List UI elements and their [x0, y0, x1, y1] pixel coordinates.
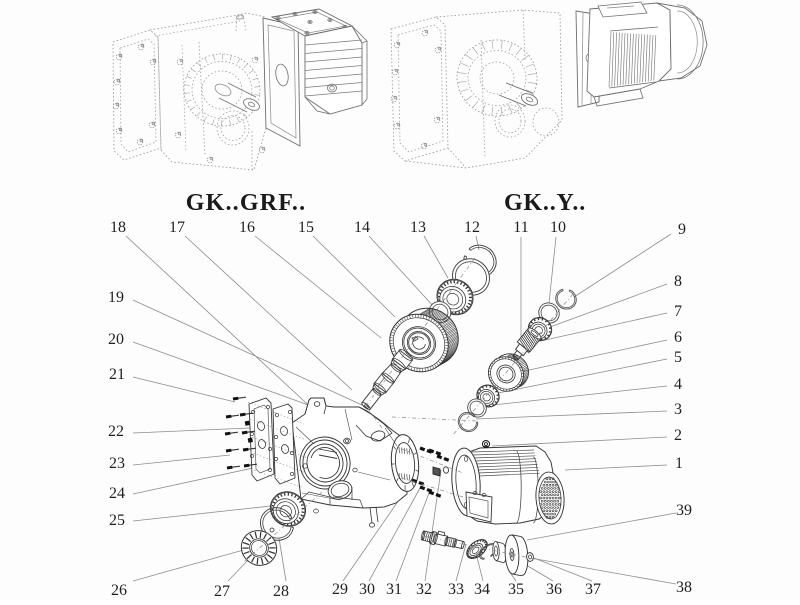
svg-text:21: 21: [109, 366, 125, 383]
svg-text:35: 35: [508, 581, 524, 598]
svg-text:13: 13: [410, 219, 426, 236]
svg-text:15: 15: [298, 219, 314, 236]
svg-text:20: 20: [108, 331, 124, 348]
svg-text:17: 17: [169, 219, 185, 236]
svg-text:34: 34: [474, 581, 490, 598]
svg-text:1: 1: [675, 455, 683, 472]
svg-text:19: 19: [108, 289, 124, 306]
svg-text:18: 18: [110, 219, 126, 236]
svg-text:33: 33: [448, 581, 464, 598]
svg-text:2: 2: [674, 427, 682, 444]
svg-text:30: 30: [359, 581, 375, 598]
svg-text:10: 10: [550, 219, 566, 236]
svg-text:37: 37: [585, 581, 601, 598]
svg-text:11: 11: [513, 219, 528, 236]
svg-text:29: 29: [332, 581, 348, 598]
svg-text:9: 9: [678, 221, 686, 238]
svg-text:32: 32: [416, 581, 432, 598]
svg-text:14: 14: [354, 219, 370, 236]
svg-text:16: 16: [239, 219, 255, 236]
svg-text:26: 26: [111, 582, 127, 599]
svg-text:31: 31: [386, 581, 402, 598]
svg-text:12: 12: [464, 219, 480, 236]
svg-text:GK..GRF..: GK..GRF..: [186, 190, 307, 216]
svg-text:GK..Y..: GK..Y..: [504, 190, 586, 216]
svg-text:22: 22: [108, 423, 124, 440]
svg-text:23: 23: [109, 455, 125, 472]
svg-text:38: 38: [676, 579, 692, 596]
svg-text:6: 6: [674, 329, 682, 346]
svg-text:36: 36: [546, 581, 562, 598]
svg-text:24: 24: [109, 485, 125, 502]
svg-text:25: 25: [109, 512, 125, 529]
svg-text:8: 8: [674, 273, 682, 290]
svg-text:4: 4: [674, 376, 682, 393]
svg-text:28: 28: [273, 583, 289, 600]
svg-text:7: 7: [674, 303, 682, 320]
svg-text:39: 39: [676, 502, 692, 519]
svg-text:27: 27: [214, 583, 230, 600]
svg-text:5: 5: [674, 349, 682, 366]
svg-text:3: 3: [674, 401, 682, 418]
